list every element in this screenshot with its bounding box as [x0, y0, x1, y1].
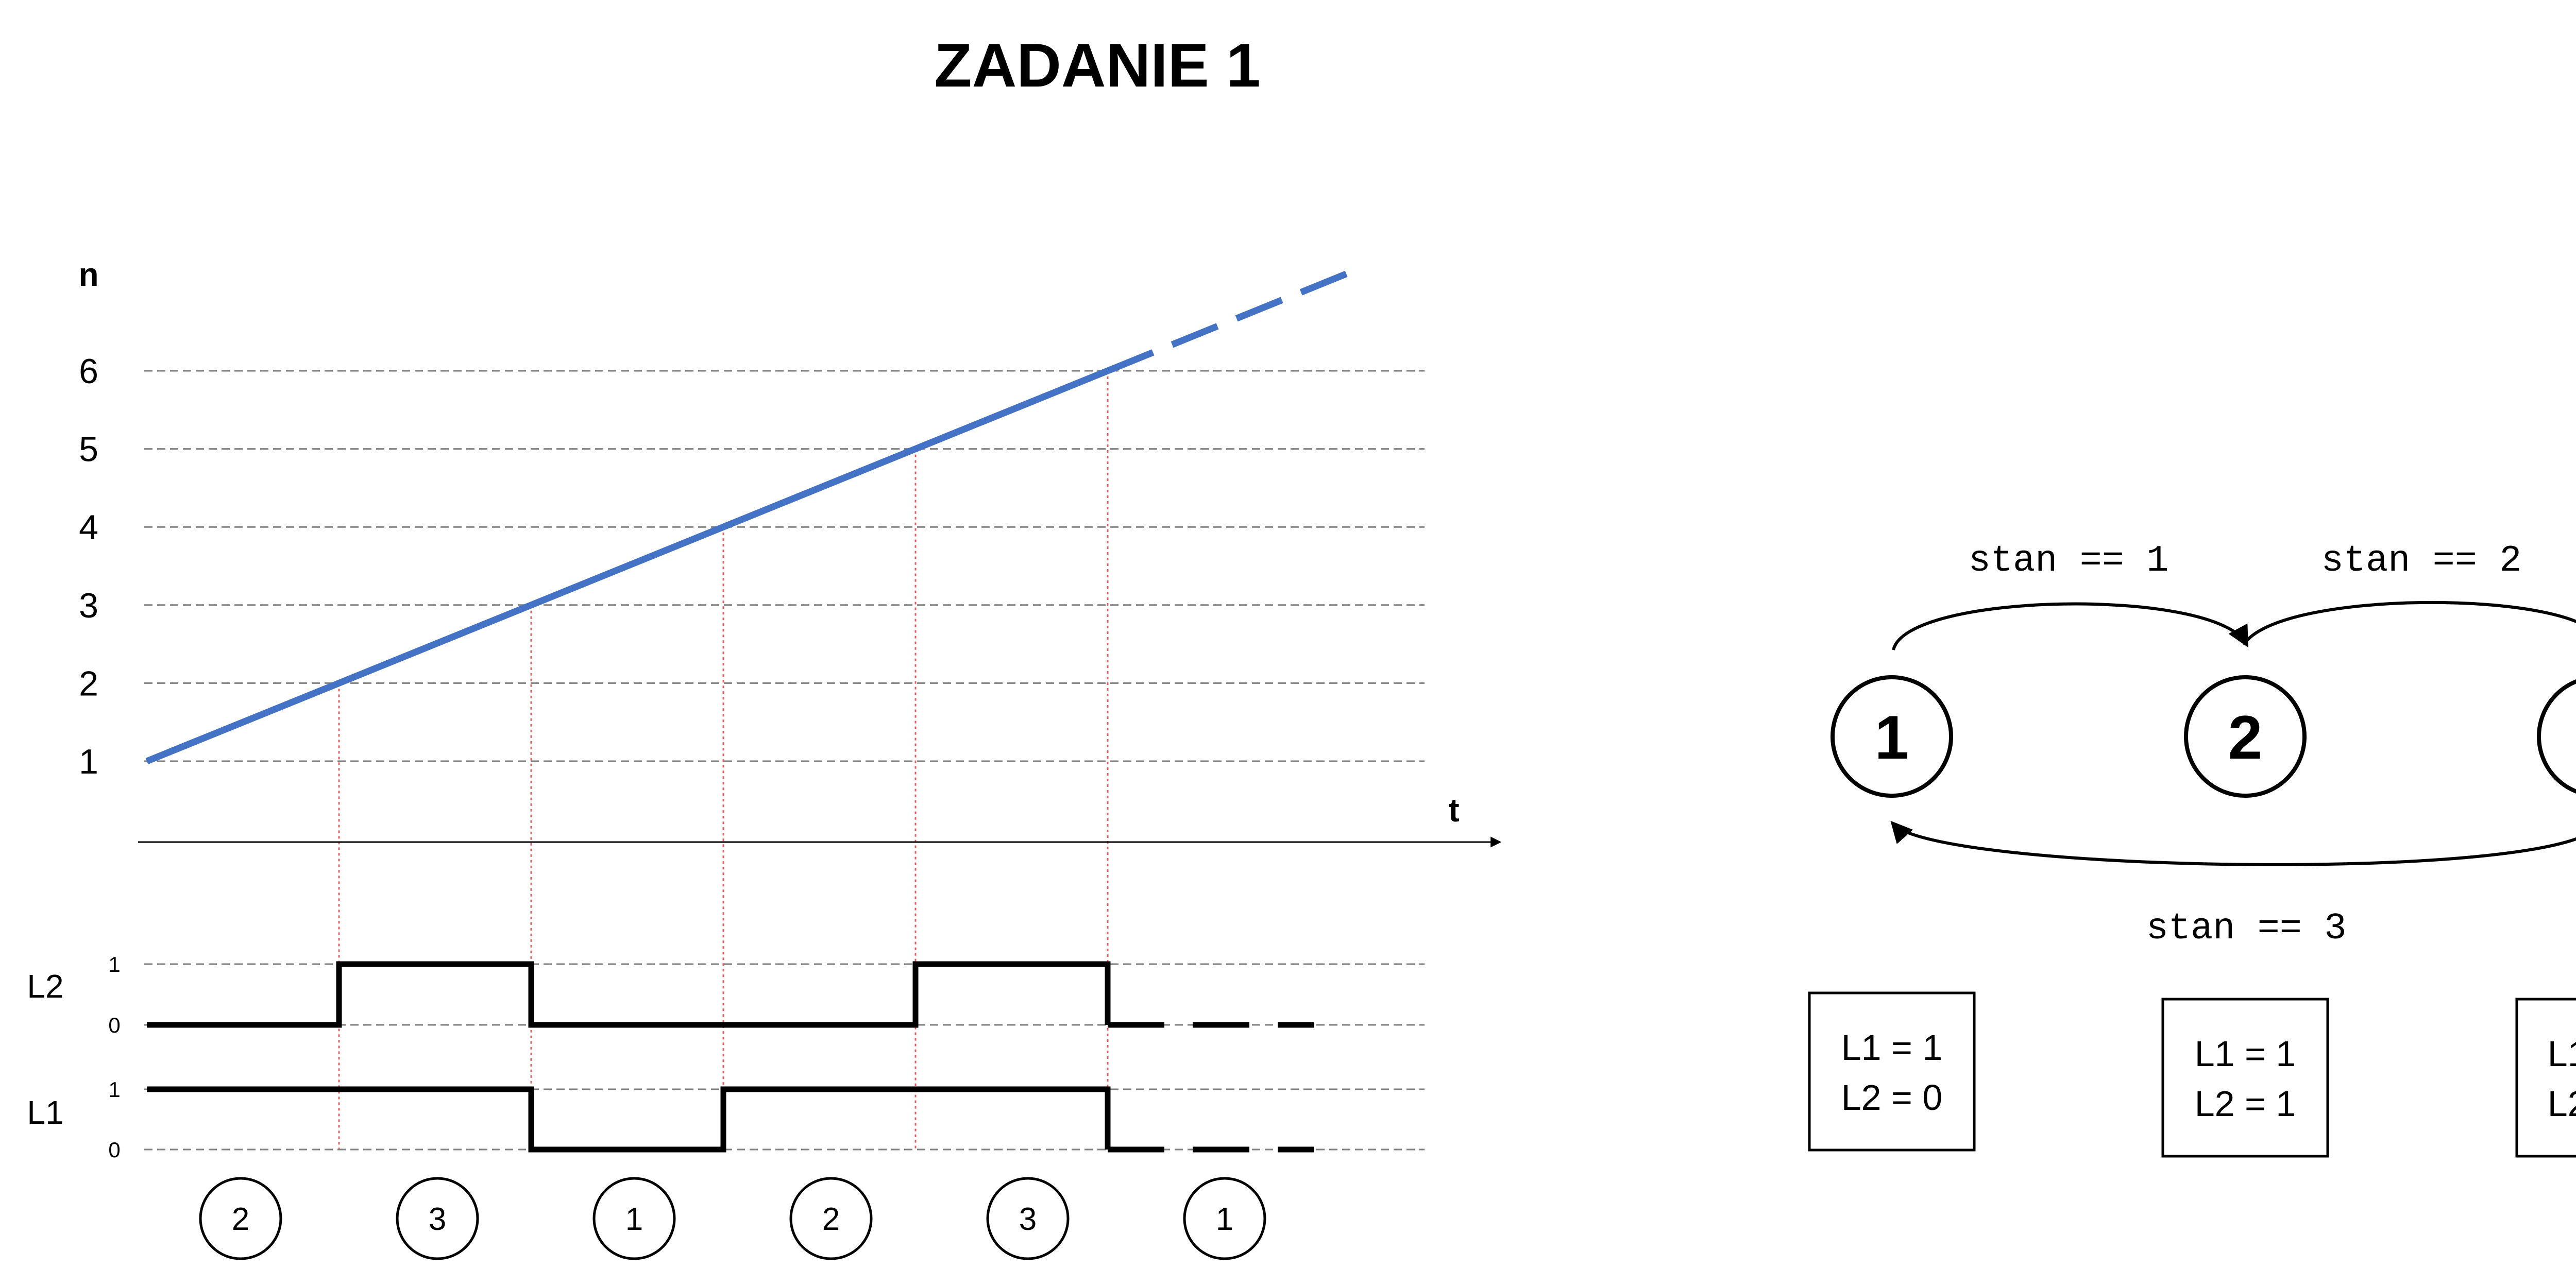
state-output-box-3: L1 = 0 L2 = 0 [2515, 998, 2576, 1158]
state-3-output-l1: L1 = 0 [2548, 1034, 2576, 1074]
sequence-state-circle: 1 [1183, 1177, 1266, 1260]
transition-arrow-2-3 [2242, 601, 2576, 646]
sequence-state-circle: 2 [199, 1177, 282, 1260]
signal-level-label-high: 1 [108, 952, 120, 976]
signal-L2: L2 1 0 [27, 952, 1425, 1037]
sequence-state-label: 2 [232, 1202, 249, 1237]
signal-waveform [147, 1086, 1111, 1153]
transition-label-1: stan == 1 [1969, 540, 2169, 582]
sequence-state-label: 3 [429, 1202, 446, 1237]
sequence-state-circle: 1 [592, 1177, 676, 1260]
series-line-solid [145, 367, 1109, 765]
sequence-state-circle: 2 [789, 1177, 873, 1260]
signal-name-label: L2 [27, 968, 63, 1005]
state-2-output-l2: L2 = 1 [2195, 1084, 2296, 1124]
y-tick-label: 1 [79, 742, 98, 781]
y-tick-label: 4 [79, 508, 98, 547]
state-node-2: 2 [2184, 675, 2307, 798]
state-1-output-l2: L2 = 0 [1841, 1077, 1943, 1118]
sequence-state-label: 1 [625, 1202, 643, 1237]
vertical-guides [338, 371, 1109, 1150]
signal-waveform [147, 961, 1111, 1028]
chart-grid: 1 2 3 4 5 6 [79, 352, 1425, 781]
page-title: ZADANIE 1 [934, 31, 1260, 100]
state-machine: stan == 1 stan == 2 stan == 3 1 2 3 L1 =… [1808, 540, 2576, 1158]
signal-level-label-low: 0 [108, 1138, 120, 1162]
state-sequence: 2 3 1 2 3 1 [199, 1177, 1266, 1260]
series-line-dashed-extension [1106, 266, 1359, 374]
sequence-state-circle: 3 [396, 1177, 479, 1260]
y-tick-label: 5 [79, 430, 98, 469]
transition-label-3: stan == 3 [2146, 907, 2347, 950]
state-2-output-l1: L1 = 1 [2195, 1034, 2296, 1074]
state-1-output-l1: L1 = 1 [1841, 1027, 1943, 1068]
state-output-box-2: L1 = 1 L2 = 1 [2161, 998, 2329, 1158]
state-node-1-label: 1 [1875, 703, 1909, 772]
state-node-3: 3 [2537, 679, 2576, 794]
state-node-1: 1 [1831, 675, 1953, 798]
sequence-state-label: 1 [1216, 1202, 1233, 1237]
x-axis-label: t [1448, 792, 1459, 829]
state-3-output-l2: L2 = 0 [2548, 1084, 2576, 1124]
y-tick-label: 3 [79, 586, 98, 625]
sequence-state-label: 3 [1019, 1202, 1037, 1237]
signal-level-label-high: 1 [108, 1077, 120, 1102]
y-tick-label: 2 [79, 664, 98, 703]
n-vs-t-chart: n 1 2 3 4 5 6 t [78, 256, 1502, 1150]
sequence-state-label: 2 [822, 1202, 840, 1237]
sequence-state-circle: 3 [986, 1177, 1070, 1260]
transition-arrow-3-1 [1890, 820, 2576, 866]
series-points [146, 370, 1108, 762]
signal-level-label-low: 0 [108, 1013, 120, 1037]
state-node-2-label: 2 [2228, 703, 2263, 772]
state-output-box-1: L1 = 1 L2 = 0 [1808, 991, 1976, 1152]
y-tick-label: 6 [79, 352, 98, 391]
y-axis-label: n [78, 256, 98, 293]
signal-L1: L1 1 0 [27, 1077, 1425, 1162]
signal-name-label: L1 [27, 1094, 63, 1131]
transition-arrow-1-2 [1892, 602, 2249, 650]
transition-label-2: stan == 2 [2321, 540, 2522, 582]
